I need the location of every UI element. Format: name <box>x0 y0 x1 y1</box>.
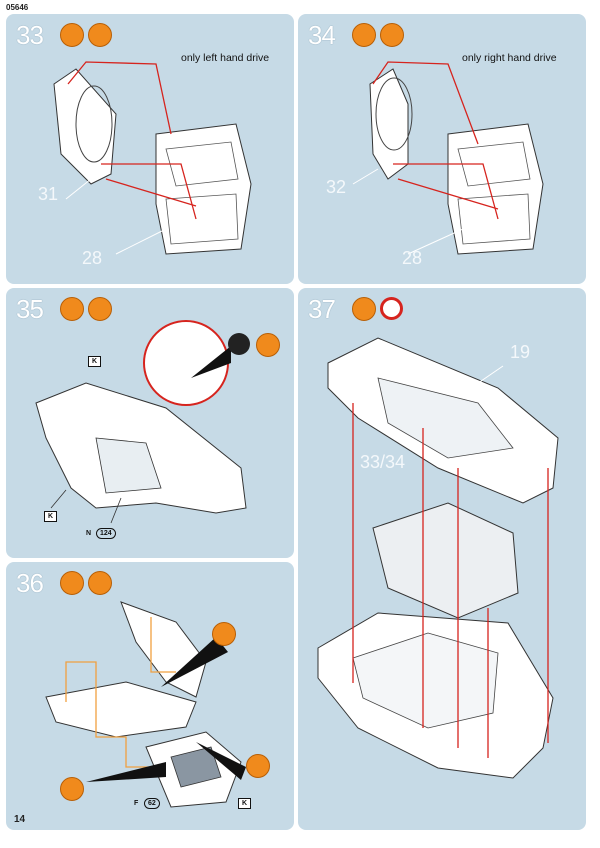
step-number: 37 <box>308 294 336 324</box>
cut-icon <box>60 777 84 801</box>
cut-icon <box>212 622 236 646</box>
drill-icon <box>88 297 112 321</box>
step-35-illustration <box>35 320 247 524</box>
glue-icon <box>88 23 112 47</box>
step-33-illustration <box>53 61 252 255</box>
cut-icon <box>60 297 84 321</box>
cut-icon <box>60 571 84 595</box>
clock-icon <box>380 297 403 320</box>
step-37-panel: 37 19 33/34 <box>298 288 586 830</box>
part-callout: 28 <box>402 248 423 268</box>
sprue-letter: N <box>86 530 92 537</box>
part-tag: K <box>238 798 252 809</box>
part-tag: K <box>88 356 102 367</box>
step-number: 34 <box>308 20 336 50</box>
part-callout: 31 <box>38 184 59 204</box>
drill-icon <box>88 571 112 595</box>
part-callout: 32 <box>326 177 347 197</box>
step-number: 36 <box>16 568 44 598</box>
step-35-panel: 35 K K N 124 <box>6 288 294 558</box>
question-icon <box>352 23 376 47</box>
step-note: only left hand drive <box>181 52 270 64</box>
glue-icon <box>256 333 280 357</box>
sprue-number: 62 <box>144 798 160 809</box>
step-33-panel: 33 only left hand drive 31 28 <box>6 14 294 284</box>
sprue-number: 124 <box>96 528 116 539</box>
step-number: 33 <box>16 20 44 50</box>
step-34-panel: 34 only right hand drive 32 28 <box>298 14 586 284</box>
glue-icon <box>352 297 376 321</box>
step-36-illustration <box>45 601 246 808</box>
question-icon <box>60 23 84 47</box>
step-number: 35 <box>16 294 44 324</box>
drill-icon <box>246 754 270 778</box>
step-note: only right hand drive <box>462 52 557 64</box>
step-36-panel: 36 F 62 K <box>6 562 294 830</box>
sprue-letter: F <box>134 800 139 807</box>
glue-icon <box>380 23 404 47</box>
drill-icon <box>228 333 250 355</box>
step-34-illustration <box>352 61 544 255</box>
part-tag: K <box>44 511 58 522</box>
part-callout: 28 <box>82 248 103 268</box>
page-number: 14 <box>14 814 26 825</box>
part-callout: 33/34 <box>360 452 406 472</box>
product-code: 05646 <box>6 3 29 12</box>
step-37-illustration <box>317 337 559 779</box>
part-callout: 19 <box>510 342 531 362</box>
